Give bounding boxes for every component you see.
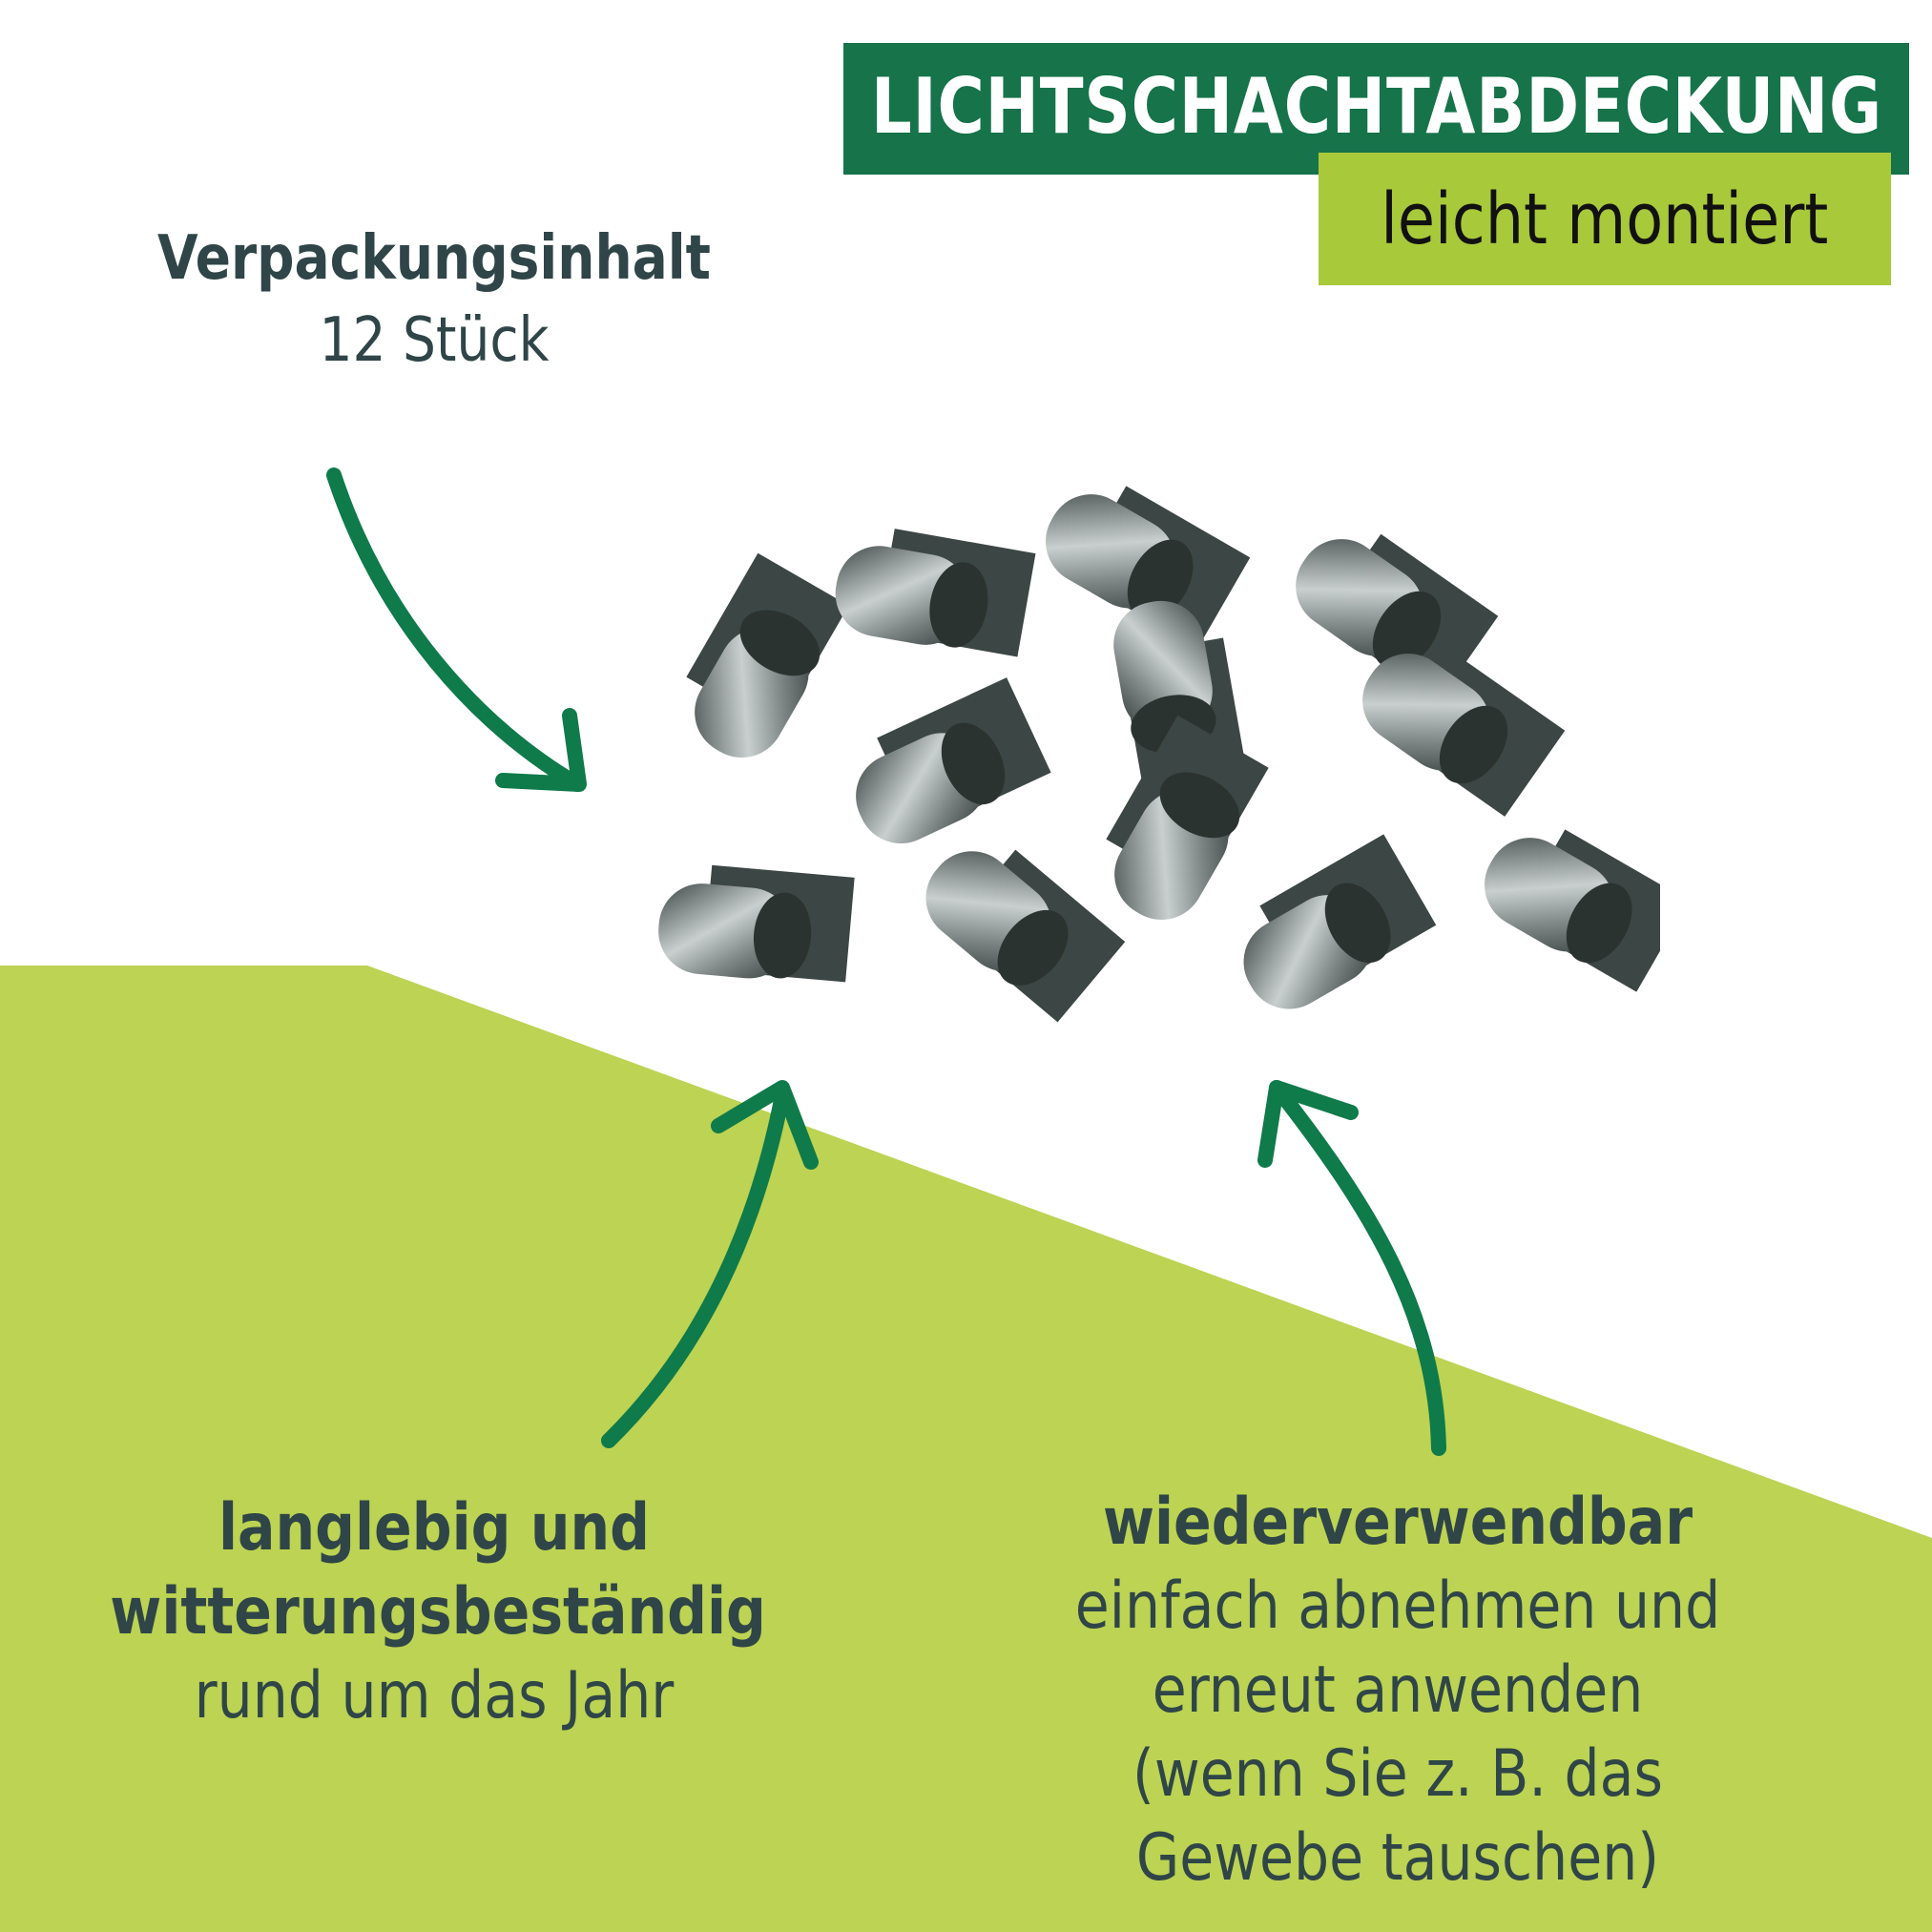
- package-label: Verpackungsinhalt: [157, 223, 711, 294]
- feature-detail-line: einfach abnehmen und: [1074, 1568, 1721, 1644]
- page-subtitle: leicht montiert: [1381, 177, 1829, 260]
- feature-detail-line: erneut anwenden: [1152, 1652, 1644, 1728]
- feature-reusable: wiederverwendbar einfach abnehmen und er…: [992, 1481, 1803, 1901]
- package-quantity: 12 Stück: [319, 305, 550, 376]
- feature-title-line: wiederverwendbar: [1102, 1485, 1693, 1560]
- feature-title-line: langlebig und: [218, 1490, 650, 1566]
- page-title: LICHTSCHACHTABDECKUNG: [870, 61, 1882, 151]
- metal-clip-icon: [654, 477, 1660, 1027]
- subtitle-banner: leicht montiert: [1319, 153, 1891, 285]
- package-contents: Verpackungsinhalt 12 Stück: [100, 218, 768, 382]
- feature-detail-line: Gewebe tauschen): [1135, 1820, 1660, 1896]
- feature-detail-line: rund um das Jahr: [194, 1658, 675, 1734]
- feature-detail-line: (wenn Sie z. B. das: [1132, 1736, 1663, 1812]
- feature-title-line: witterungsbeständig: [110, 1574, 766, 1650]
- feature-durable: langlebig und witterungsbeständig rund u…: [57, 1486, 811, 1738]
